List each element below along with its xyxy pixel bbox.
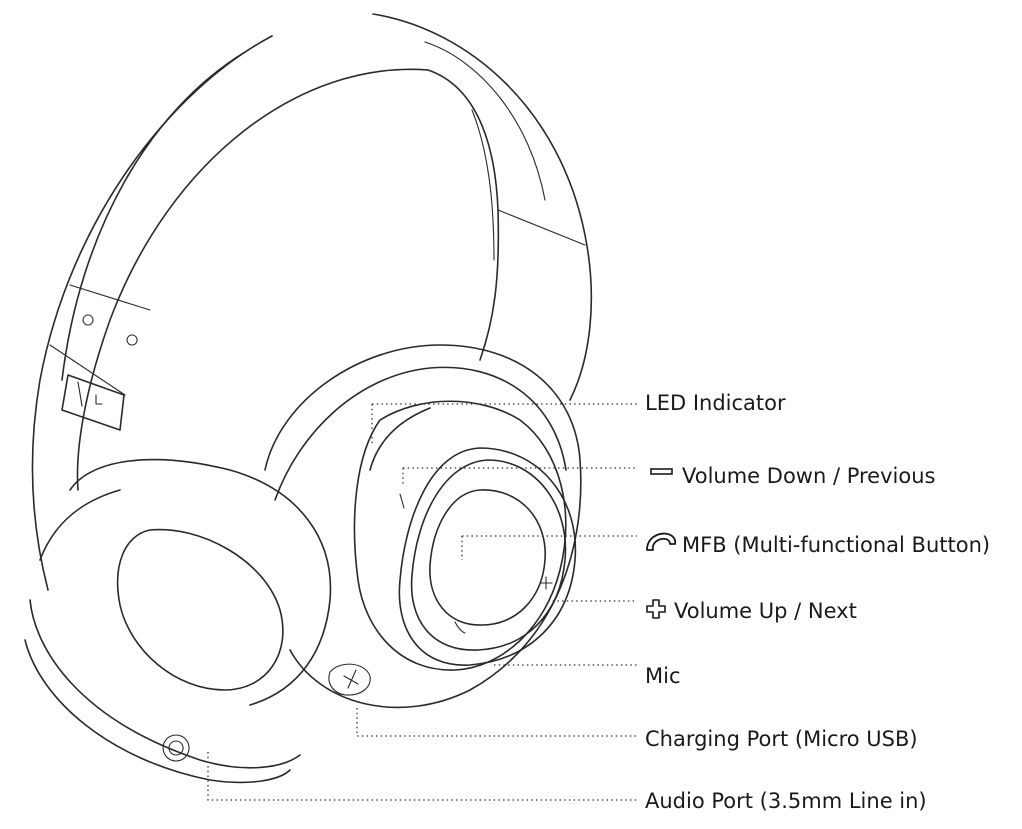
audio-port-label: Audio Port (3.5mm Line in) xyxy=(645,789,927,813)
mic-label: Mic xyxy=(645,664,681,688)
phone-icon xyxy=(646,532,677,551)
volume-down-label: Volume Down / Previous xyxy=(682,464,936,488)
headband xyxy=(31,13,593,591)
slider xyxy=(61,314,138,431)
mfb-label: MFB (Multi-functional Button) xyxy=(682,533,991,557)
left-earcup xyxy=(24,458,332,784)
right-earcup xyxy=(264,344,582,709)
plus-icon xyxy=(646,599,666,619)
leader-lines xyxy=(207,403,637,801)
charging-port-label: Charging Port (Micro USB) xyxy=(645,727,918,751)
volume-up-label: Volume Up / Next xyxy=(674,599,857,623)
led-indicator-label: LED Indicator xyxy=(645,391,786,415)
minus-icon xyxy=(650,468,673,475)
